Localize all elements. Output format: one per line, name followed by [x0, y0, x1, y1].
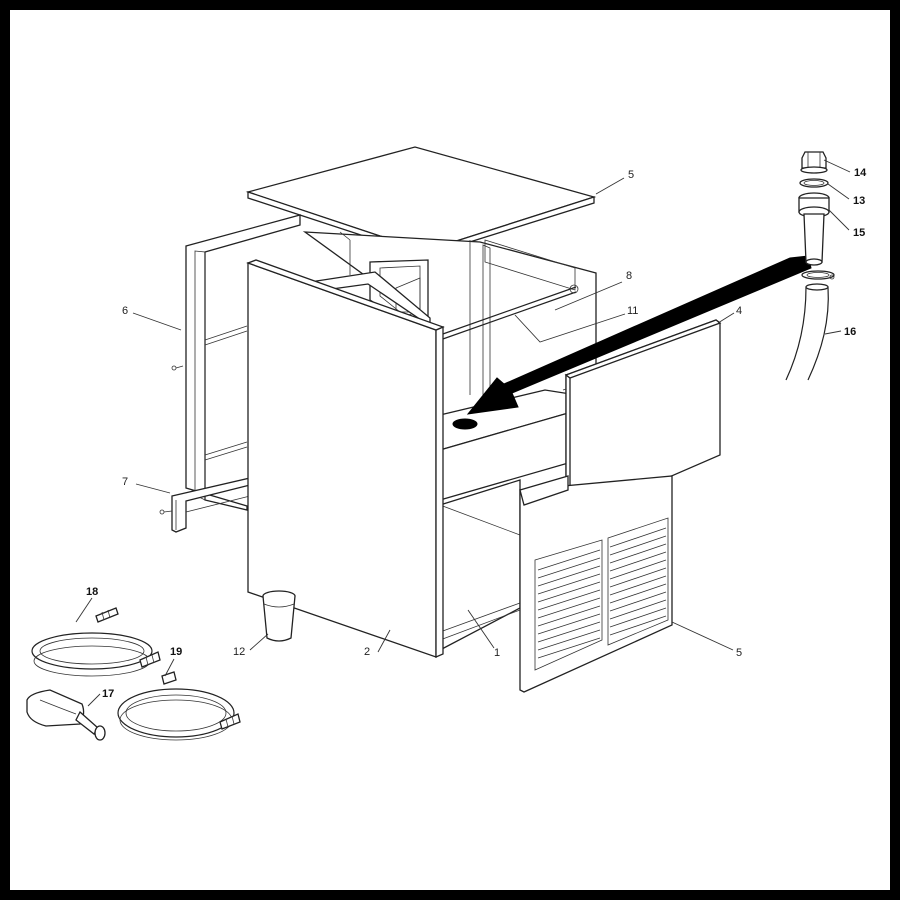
part-18-hose	[31, 607, 161, 677]
grille-slat	[609, 599, 667, 620]
grille-slat	[537, 589, 601, 611]
part-4-upper-door	[562, 319, 722, 522]
part-19-hose	[117, 671, 241, 741]
drain-assembly	[785, 151, 835, 381]
callout-4: 4	[736, 305, 742, 317]
grille-slat	[537, 549, 601, 571]
grille-slat	[537, 597, 601, 619]
part-17-scoop	[26, 689, 106, 741]
grille-slat	[609, 543, 667, 564]
grille-slat	[609, 575, 667, 596]
callout-12: 12	[233, 646, 245, 658]
callout-17: 17	[102, 688, 114, 700]
callout-16: 16	[844, 326, 856, 338]
grille-slat	[537, 613, 601, 635]
grille-slat	[609, 527, 667, 548]
part-13-ring	[799, 178, 829, 188]
callout-6: 6	[122, 305, 128, 317]
part-6-left-panel	[171, 214, 301, 511]
grille-slat	[537, 573, 601, 595]
callout-7: 7	[122, 476, 128, 488]
callout-3: 5	[628, 169, 634, 181]
part-2-front-panel	[246, 259, 445, 658]
exploded-parts-diagram: 5 6 7 8 11 4 5 2 1 12 14 13 15 16 18 19 …	[26, 146, 867, 741]
grille-slats	[537, 527, 667, 659]
callout-14: 14	[854, 167, 867, 179]
callout-5: 5	[736, 647, 742, 659]
grille-slat	[609, 559, 667, 580]
grille-slat	[609, 615, 667, 636]
callout-11: 11	[627, 305, 638, 317]
leader-lines	[75, 159, 851, 707]
callout-labels: 5 6 7 8 11 4 5 2 1 12 14 13 15 16 18 19 …	[86, 167, 867, 700]
grille-slat	[537, 581, 601, 603]
grille-slat	[537, 557, 601, 579]
callout-1: 1	[494, 647, 500, 659]
callout-19: 19	[170, 646, 182, 658]
grille-slat	[609, 551, 667, 572]
callout-2: 2	[364, 646, 370, 658]
grille-slat	[537, 637, 601, 659]
grille-slat	[537, 621, 601, 643]
grille-slat	[609, 535, 667, 556]
part-5-louvre-grille	[519, 475, 673, 693]
grille-slat	[537, 605, 601, 627]
part-14-cap	[800, 151, 828, 174]
diagram-canvas: 5 6 7 8 11 4 5 2 1 12 14 13 15 16 18 19 …	[10, 10, 890, 890]
callout-15: 15	[853, 227, 865, 239]
grille-slat	[609, 591, 667, 612]
callout-13: 13	[853, 195, 865, 207]
grille-slat	[537, 565, 601, 587]
grille-slat	[609, 607, 667, 628]
part-12-cup	[262, 590, 296, 642]
part-16-hose	[785, 270, 835, 381]
grille-slat	[609, 567, 667, 588]
grille-slat	[609, 583, 667, 604]
grille-slat	[537, 629, 601, 651]
callout-18: 18	[86, 586, 98, 598]
callout-8: 8	[626, 270, 632, 282]
part-15-pipe	[798, 192, 830, 266]
